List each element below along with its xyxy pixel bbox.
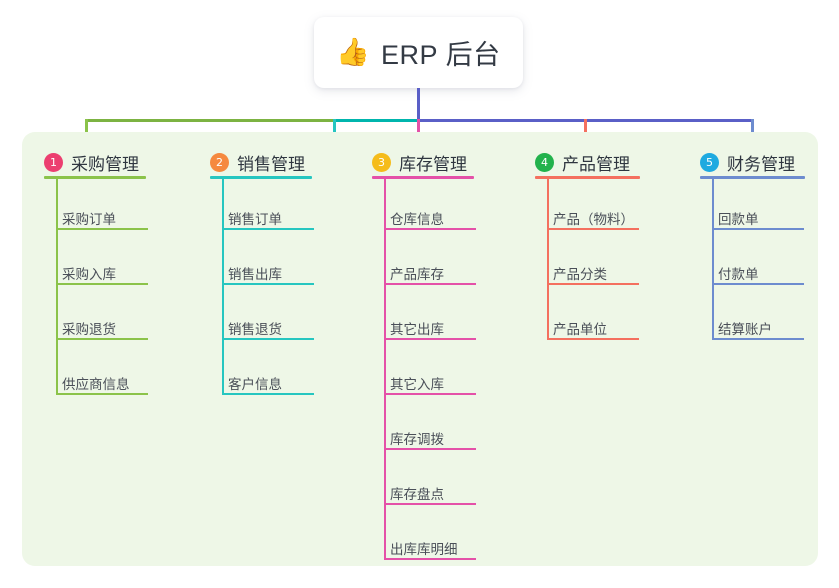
branch-number-badge-3: 3 [372, 153, 391, 172]
list-item-rule [222, 338, 314, 340]
branch-header-rule-2 [210, 176, 312, 179]
list-item-rule [547, 338, 639, 340]
list-item-rule [56, 283, 148, 285]
list-item[interactable]: 产品库存 [390, 267, 444, 282]
branch-spine-5 [712, 179, 714, 340]
branch-title-4: 产品管理 [562, 155, 630, 174]
list-item[interactable]: 采购入库 [62, 267, 116, 282]
branch-header-1[interactable]: 1 采购管理 [44, 150, 139, 175]
list-item-rule [384, 448, 476, 450]
bus-segment-green [85, 119, 333, 122]
list-item-rule [547, 228, 639, 230]
list-item-rule [712, 228, 804, 230]
list-item-rule [384, 503, 476, 505]
branch-spine-3 [384, 179, 386, 560]
branch-title-1: 采购管理 [71, 155, 139, 174]
branch-number-badge-5: 5 [700, 153, 719, 172]
branch-number-badge-2: 2 [210, 153, 229, 172]
list-item[interactable]: 销售退货 [228, 322, 282, 337]
bus-segment-teal [333, 119, 417, 122]
list-item[interactable]: 库存盘点 [390, 487, 444, 502]
list-item[interactable]: 供应商信息 [62, 377, 130, 392]
list-item-rule [384, 558, 476, 560]
list-item-rule [222, 228, 314, 230]
list-item[interactable]: 采购退货 [62, 322, 116, 337]
branch-header-5[interactable]: 5 财务管理 [700, 150, 795, 175]
list-item[interactable]: 库存调拨 [390, 432, 444, 447]
list-item[interactable]: 回款单 [718, 212, 759, 227]
list-item-rule [222, 393, 314, 395]
list-item[interactable]: 销售出库 [228, 267, 282, 282]
branch-number-badge-4: 4 [535, 153, 554, 172]
list-item-rule [56, 338, 148, 340]
list-item[interactable]: 结算账户 [718, 322, 772, 337]
root-node-content: 👍 ERP 后台 [336, 33, 500, 72]
root-node-title: ERP 后台 [381, 40, 501, 70]
branch-title-3: 库存管理 [399, 155, 467, 174]
branch-title-5: 财务管理 [727, 155, 795, 174]
list-item-rule [384, 228, 476, 230]
branch-header-rule-5 [700, 176, 805, 179]
list-item-rule [384, 338, 476, 340]
list-item[interactable]: 销售订单 [228, 212, 282, 227]
branch-header-rule-3 [372, 176, 474, 179]
list-item[interactable]: 其它出库 [390, 322, 444, 337]
branch-number-badge-1: 1 [44, 153, 63, 172]
branch-spine-4 [547, 179, 549, 340]
list-item-rule [712, 283, 804, 285]
list-item[interactable]: 采购订单 [62, 212, 116, 227]
list-item-rule [384, 393, 476, 395]
branch-header-4[interactable]: 4 产品管理 [535, 150, 630, 175]
list-item-rule [547, 283, 639, 285]
branches-panel [22, 132, 818, 566]
thumbs-up-icon: 👍 [336, 37, 371, 67]
branch-header-rule-4 [535, 176, 640, 179]
branch-spine-2 [222, 179, 224, 395]
list-item-rule [712, 338, 804, 340]
branch-header-3[interactable]: 3 库存管理 [372, 150, 467, 175]
list-item[interactable]: 产品单位 [553, 322, 607, 337]
list-item[interactable]: 客户信息 [228, 377, 282, 392]
list-item-rule [222, 283, 314, 285]
trunk-vertical-line [417, 88, 420, 122]
list-item-rule [384, 283, 476, 285]
list-item[interactable]: 其它入库 [390, 377, 444, 392]
list-item-rule [56, 228, 148, 230]
branch-header-2[interactable]: 2 销售管理 [210, 150, 305, 175]
list-item-rule [56, 393, 148, 395]
list-item[interactable]: 付款单 [718, 267, 759, 282]
branch-title-2: 销售管理 [237, 155, 305, 174]
branch-spine-1 [56, 179, 58, 395]
list-item[interactable]: 产品（物料） [553, 212, 634, 227]
list-item[interactable]: 产品分类 [553, 267, 607, 282]
list-item[interactable]: 仓库信息 [390, 212, 444, 227]
root-node-card[interactable]: 👍 ERP 后台 [314, 17, 523, 88]
list-item[interactable]: 出库库明细 [390, 542, 458, 557]
branch-header-rule-1 [44, 176, 146, 179]
